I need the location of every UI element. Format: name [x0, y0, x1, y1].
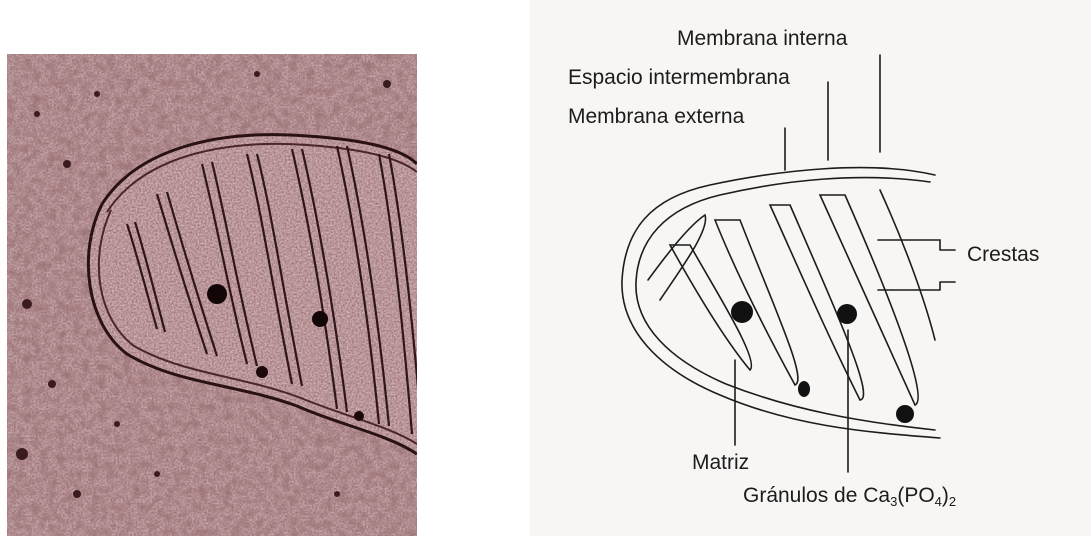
diagram-granule-3 [798, 381, 810, 397]
micrograph-svg [7, 54, 417, 536]
micrograph-image [7, 54, 417, 536]
diagram-granules [731, 301, 914, 423]
diagram-granule-2 [837, 304, 857, 324]
granule-medium [312, 311, 328, 327]
granulos-suffix: ) [942, 484, 949, 507]
mitochondrion-diagram: Membrana interna Espacio intermembrana M… [530, 0, 1091, 536]
granulos-sub-2: 4 [935, 494, 942, 509]
granulos-sub-3: 2 [949, 494, 956, 509]
granule-small-2 [354, 411, 364, 421]
granule-large [207, 284, 227, 304]
label-granulos: Gránulos de Ca3(PO4)2 [743, 485, 956, 508]
diagram-granule-1 [731, 301, 753, 323]
crista-6 [880, 190, 935, 340]
diagram-granule-4 [896, 405, 914, 423]
label-espacio-intermembrana: Espacio intermembrana [568, 67, 790, 88]
crista-4 [770, 205, 864, 400]
granule-small [256, 366, 268, 378]
label-matriz: Matriz [692, 452, 749, 473]
granulos-prefix: Gránulos de Ca [743, 484, 890, 507]
label-membrana-interna: Membrana interna [677, 28, 847, 49]
label-membrana-externa: Membrana externa [568, 106, 744, 127]
leader-crestas [878, 240, 955, 290]
label-crestas: Crestas [967, 244, 1039, 265]
crista-5 [820, 195, 918, 405]
outer-membrane-outline [622, 168, 940, 438]
granulos-mid: (PO [897, 484, 934, 507]
crista-3 [715, 220, 798, 385]
